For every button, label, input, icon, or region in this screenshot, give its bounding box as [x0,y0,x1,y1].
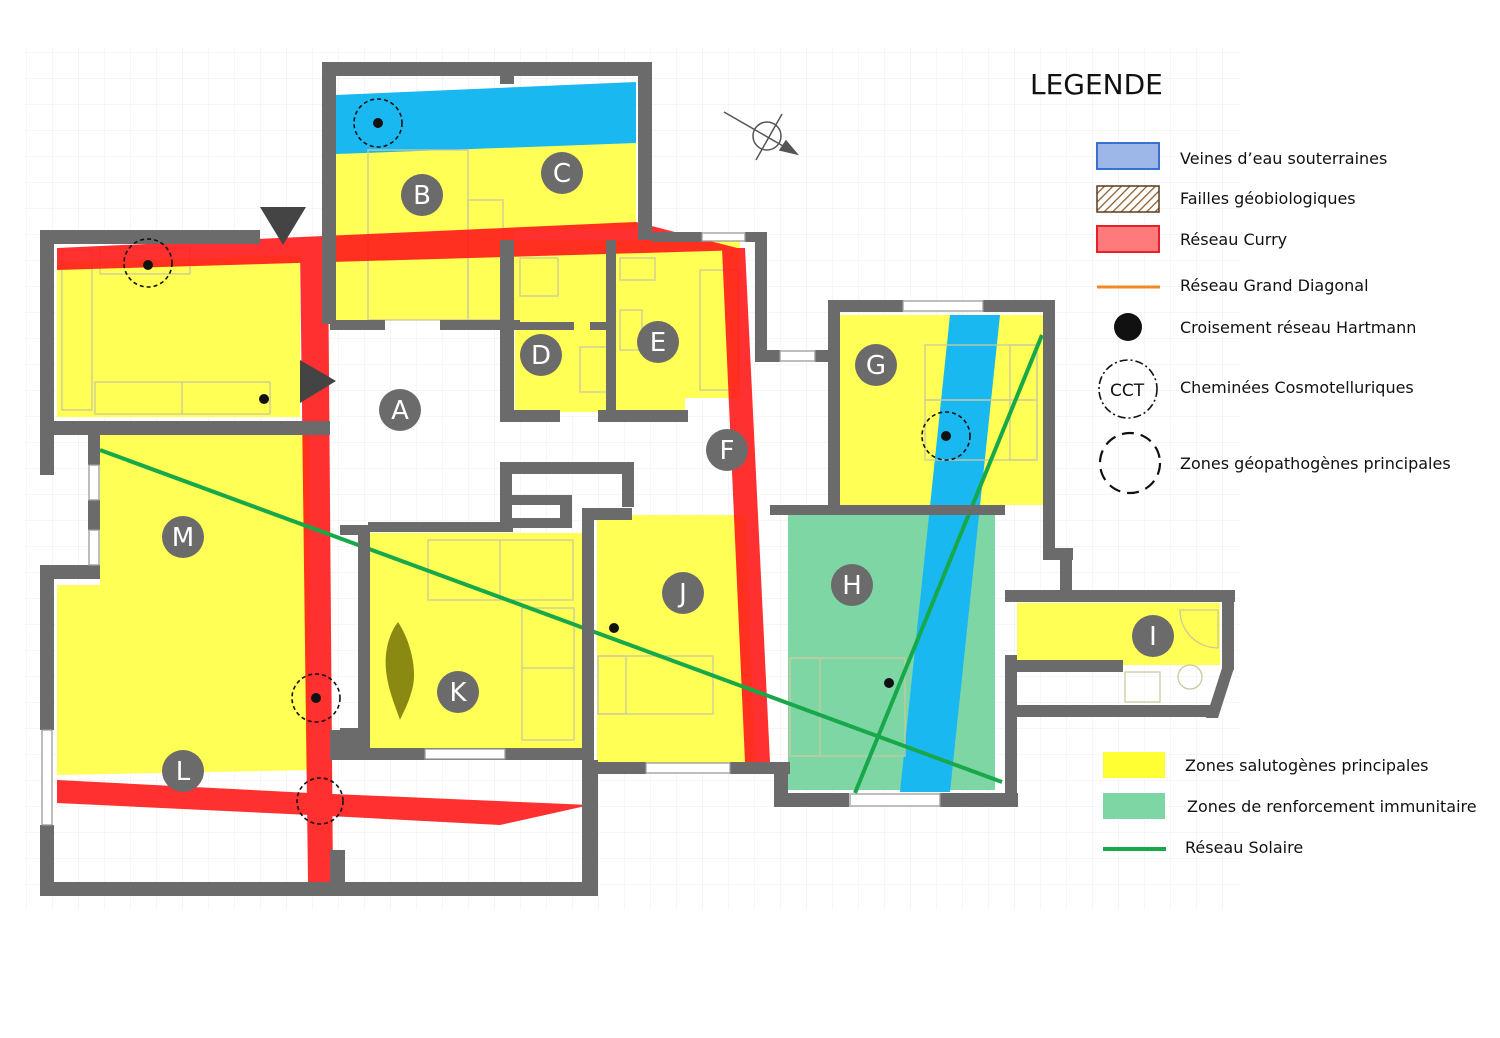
room-label-h: H [831,564,873,606]
zone-bc-upper [336,143,636,236]
room-label-text: H [842,571,862,601]
room-label-j: J [662,572,704,614]
legend-veines-label: Veines d’eau souterraines [1180,149,1387,168]
room-label-d: D [520,334,562,376]
room-label-circle [831,564,873,606]
solar-network [99,334,1044,794]
room-label-circle [541,152,583,194]
room-label-circle [1132,615,1174,657]
room-label-a: A [379,389,421,431]
room-label-text: D [531,341,551,371]
room-label-l: L [162,750,204,792]
compass-icon [723,111,800,161]
legend: LEGENDE Veines d’eau souterraines Faille… [1030,68,1477,857]
legend-title: LEGENDE [1030,68,1163,101]
legend-curry-swatch [1096,225,1160,253]
legend-cct-circle [1098,359,1158,419]
room-label-c: C [541,152,583,194]
curry-network [57,222,770,882]
geopathogenic-zones [123,98,971,825]
legend-salutogenes-label: Zones salutogènes principales [1185,756,1429,775]
room-label-text: C [553,159,571,189]
room-label-e: E [637,321,679,363]
legend-solaire-label: Réseau Solaire [1185,838,1303,857]
curry-band-vertical [300,248,333,882]
legend-hartmann-dot [1114,313,1142,341]
room-label-circle [520,334,562,376]
room-label-b: B [401,174,443,216]
legend-failles-label: Failles géobiologiques [1180,189,1356,208]
room-label-text: E [650,328,666,358]
walls [40,62,1235,896]
room-label-circle [855,344,897,386]
room-label-circle [162,516,204,558]
room-label-circle [437,671,479,713]
room-labels: A B C D E F G H I J K L M [162,152,1174,792]
legend-cct-label: Cheminées Cosmotelluriques [1180,378,1414,397]
room-label-circle [162,750,204,792]
legend-failles-swatch [1096,185,1160,213]
room-label-text: A [391,396,409,426]
legend-geopathogenic-circle [1098,431,1162,495]
legend-veines-swatch [1096,142,1160,170]
legend-salutogenes-swatch [1103,752,1165,778]
entrance-arrow-icon [300,360,336,403]
room-label-g: G [855,344,897,386]
windows [41,232,984,826]
legend-cct-symbol-text: CCT [1110,381,1145,401]
room-label-text: B [413,181,431,211]
legend-hartmann-label: Croisement réseau Hartmann [1180,318,1416,337]
room-label-i: I [1132,615,1174,657]
room-label-f: F [706,429,748,471]
legend-renforcement-label: Zones de renforcement immunitaire [1187,797,1477,816]
curry-band-bottom [57,780,590,825]
room-label-k: K [437,671,479,713]
legend-curry-label: Réseau Curry [1180,230,1287,249]
room-label-text: F [720,436,735,466]
legend-grand-diagonal-label: Réseau Grand Diagonal [1180,276,1369,295]
legend-geopathogenic-label: Zones géopathogènes principales [1180,454,1451,473]
room-label-text: G [866,351,886,381]
curry-band-top [57,222,745,270]
room-label-circle [401,174,443,216]
legend-renforcement-swatch [1103,793,1165,819]
room-label-text: K [449,678,467,708]
room-label-text: I [1149,622,1157,652]
room-label-m: M [162,516,204,558]
olive-object [385,622,415,720]
entrance-arrow-icon [260,207,306,245]
curry-band-f [722,248,770,762]
hartmann-crossings [143,118,951,703]
water-vein-right [900,315,1000,792]
room-label-text: L [176,757,191,787]
room-label-text: M [172,523,194,553]
furniture [61,149,1219,757]
room-label-circle [662,572,704,614]
room-label-circle [379,389,421,431]
room-label-circle [706,429,748,471]
room-label-circle [637,321,679,363]
room-label-text: J [677,579,687,609]
water-vein-top [336,82,636,154]
